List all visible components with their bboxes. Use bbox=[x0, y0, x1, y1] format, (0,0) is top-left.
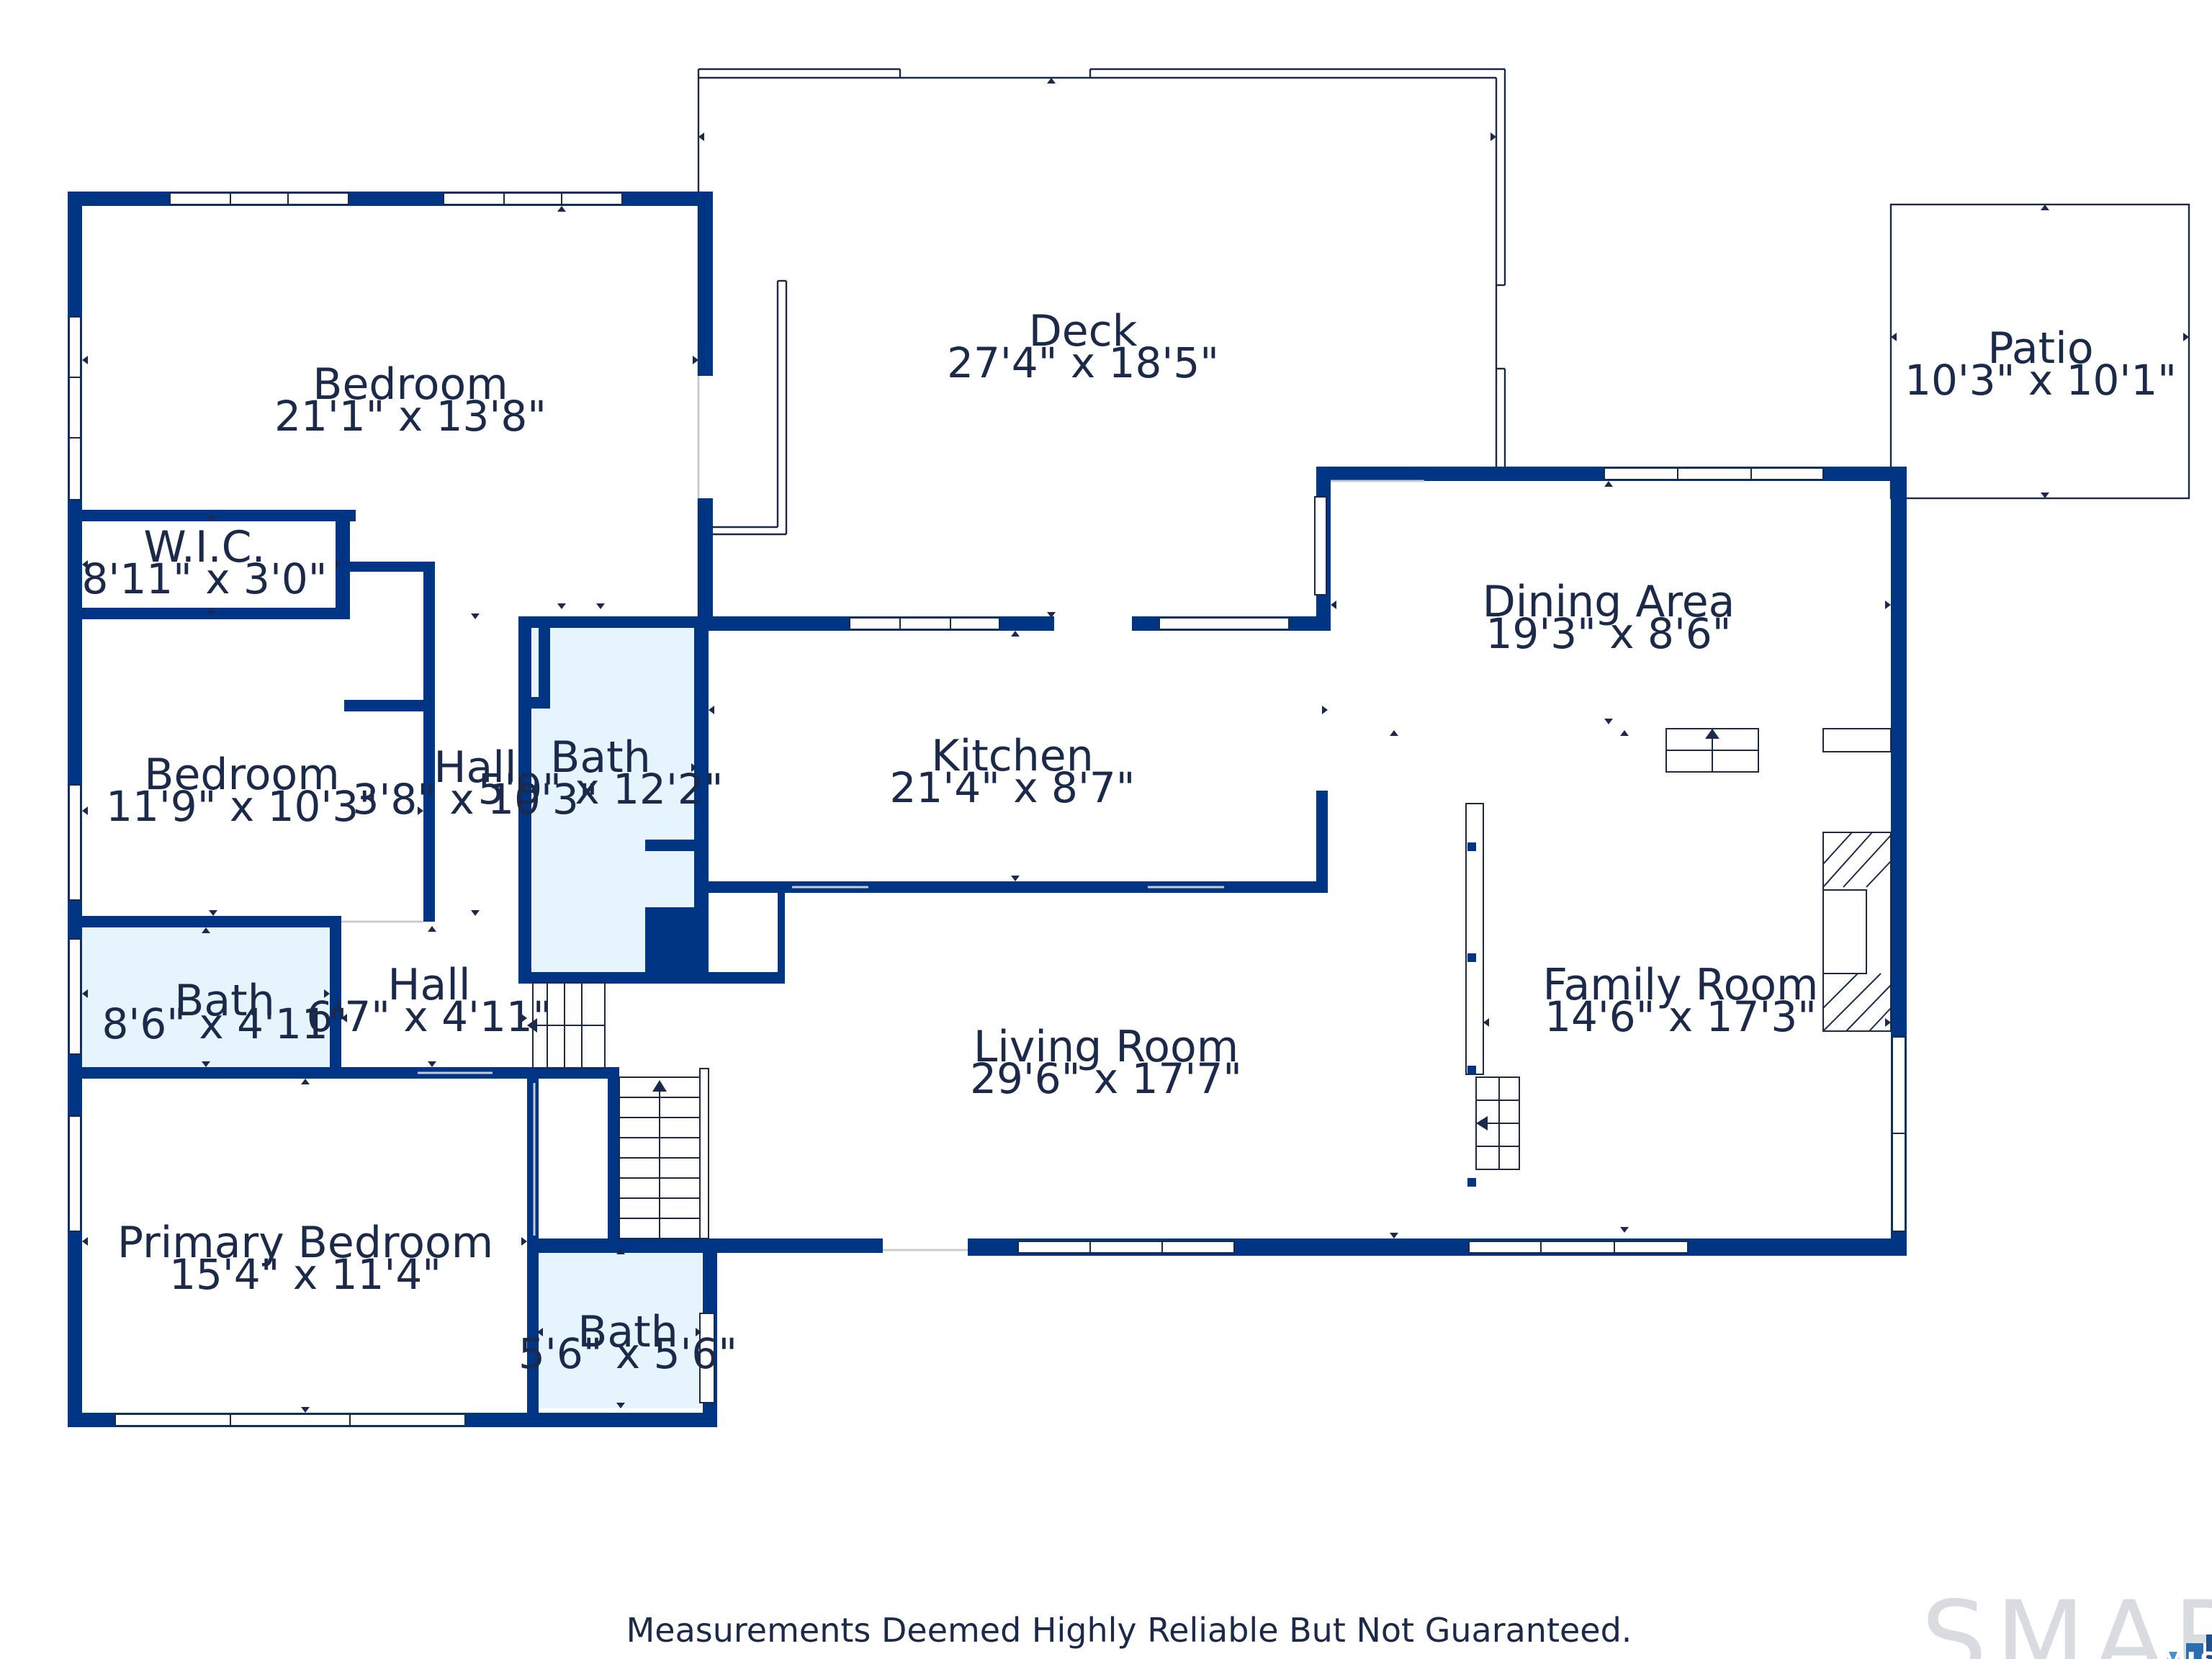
deck-dims: 27'4" x 18'5" bbox=[947, 338, 1219, 387]
patio-outline bbox=[1889, 203, 2190, 500]
counter bbox=[1822, 728, 1892, 752]
logo-wordmark: SMART bbox=[1921, 1578, 2212, 1659]
bath-small-dims: 5'6" x 5'6" bbox=[518, 1329, 737, 1378]
family-dims: 14'6" x 17'3" bbox=[1545, 992, 1817, 1041]
disclaimer-text: Measurements Deemed Highly Reliable But … bbox=[626, 1611, 1632, 1650]
wic-dims: 8'11" x 3'0" bbox=[82, 554, 328, 603]
stairs-dining-arrow bbox=[1705, 729, 1719, 739]
tick-markers bbox=[82, 78, 2189, 1413]
door-lines bbox=[341, 376, 1424, 1251]
patio-dims: 10'3" x 10'1" bbox=[1905, 356, 2177, 405]
hall-lower-name: Hall bbox=[387, 960, 470, 1010]
bath-left-fill bbox=[82, 926, 330, 1067]
hall-lower-dims: 6'7" x 4'11" bbox=[307, 992, 552, 1041]
bath-upper-name: Bath bbox=[550, 732, 650, 783]
dining-name: Dining Area bbox=[1483, 577, 1735, 627]
hall-upper-dims: 3'8" x 10'3" bbox=[353, 775, 598, 824]
primary-name: Primary Bedroom bbox=[117, 1218, 493, 1268]
living-name: Living Room bbox=[974, 1022, 1238, 1072]
kitchen-name: Kitchen bbox=[931, 731, 1094, 781]
fireplace bbox=[1822, 832, 1892, 1032]
logo-square-s bbox=[2206, 1635, 2212, 1659]
bedroom-mid-dims: 11'9" x 10'3" bbox=[106, 782, 378, 831]
kitchen-dims: 21'4" x 8'7" bbox=[890, 763, 1136, 812]
bath-small-fill bbox=[537, 1249, 701, 1408]
bath-fills bbox=[82, 619, 701, 1408]
bath-left-dims: 8'6" x 4'11" bbox=[102, 999, 348, 1048]
deck-name: Deck bbox=[1029, 306, 1138, 356]
family-name: Family Room bbox=[1543, 960, 1819, 1010]
logo-letter-m: M bbox=[2160, 1647, 2186, 1659]
bedroom-mid-name: Bedroom bbox=[144, 750, 339, 800]
hall-upper-name: Hall bbox=[433, 742, 516, 793]
stairs-family-arrow bbox=[1476, 1116, 1488, 1130]
stairs-lower bbox=[619, 1068, 709, 1239]
bath-left-name: Bath bbox=[174, 976, 274, 1026]
stairs-hall-arrow bbox=[527, 1018, 537, 1033]
patio-name: Patio bbox=[1987, 323, 2093, 374]
dining-dims: 19'3" x 8'6" bbox=[1486, 609, 1732, 658]
bedroom-top-dims: 21'1" x 13'8" bbox=[274, 392, 547, 441]
logo-square-m bbox=[2163, 1652, 2183, 1659]
railing bbox=[1465, 803, 1484, 1187]
windows bbox=[68, 192, 1906, 1426]
wic-name: W.I.C. bbox=[143, 522, 265, 572]
window-mullions bbox=[69, 193, 1905, 1426]
stairs-lower-arrow bbox=[652, 1080, 667, 1092]
logo-letter-l: L bbox=[2187, 1647, 2203, 1659]
logo-square-l bbox=[2186, 1643, 2203, 1659]
bath-upper-dims: 5'9" x 12'2" bbox=[478, 765, 724, 814]
living-dims: 29'6" x 17'7" bbox=[970, 1054, 1242, 1103]
bath-small-name: Bath bbox=[577, 1307, 678, 1357]
smartmls-logo: SMART M L S bbox=[1921, 1578, 2212, 1659]
room-labels: Deck 27'4" x 18'5" Patio 10'3" x 10'1" B… bbox=[82, 306, 2177, 1378]
bedroom-top-name: Bedroom bbox=[313, 359, 508, 410]
logo-letter-s: S bbox=[2200, 1647, 2212, 1659]
primary-dims: 15'4" x 11'4" bbox=[169, 1250, 441, 1299]
